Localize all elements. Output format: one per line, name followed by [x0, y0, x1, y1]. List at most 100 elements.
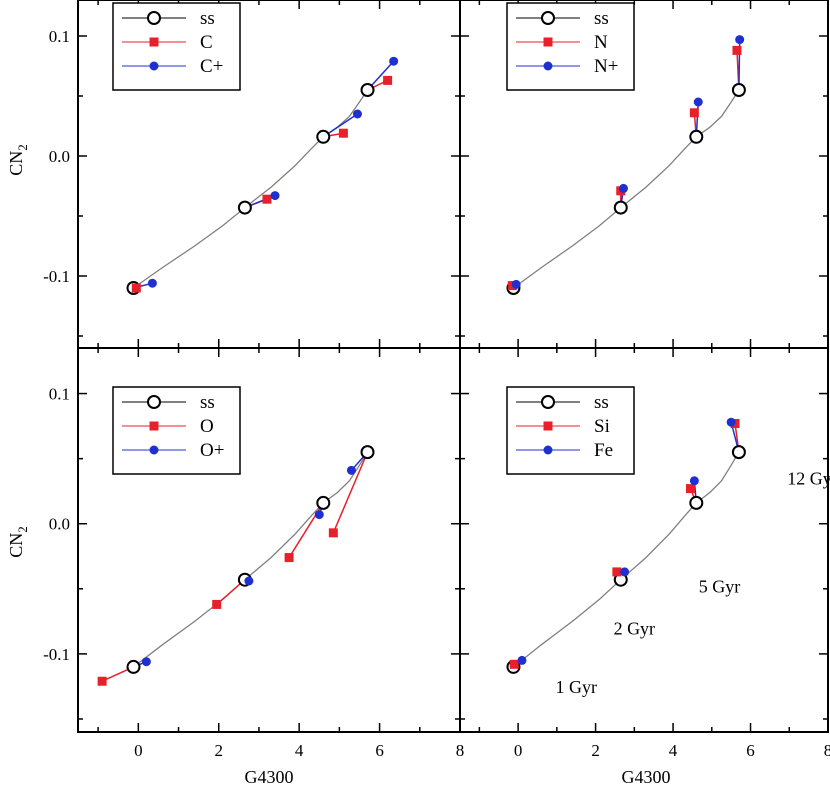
legend-label: O	[200, 416, 214, 437]
x-tick-label: 0	[134, 741, 143, 760]
point-N+	[618, 183, 628, 193]
point-N+	[693, 97, 703, 107]
point-C	[338, 128, 348, 138]
annotation-label: 1 Gyr	[555, 677, 597, 697]
point-N	[689, 108, 699, 118]
panel-frame	[459, 347, 829, 733]
x-tick-label: 8	[824, 741, 830, 760]
legend-label: Si	[594, 416, 610, 437]
point-ss	[360, 83, 375, 97]
point-O	[284, 553, 294, 563]
point-ss	[731, 83, 746, 97]
point-Si	[685, 484, 695, 494]
legend-marker	[543, 445, 553, 455]
point-Fe	[689, 476, 699, 486]
y-axis-label-bottom: CN2	[6, 526, 30, 558]
point-O+	[346, 465, 356, 475]
annotation-label: 2 Gyr	[614, 618, 656, 638]
legend-marker	[543, 421, 553, 431]
connector-O	[332, 451, 369, 534]
legend: ssC C+	[112, 2, 241, 91]
legend-label: ss	[200, 8, 215, 29]
x-axis-label-right: G4300	[622, 767, 671, 786]
point-ss	[360, 445, 375, 460]
y-tick-label: 0.1	[49, 27, 70, 46]
y-tick-label: 0.1	[49, 385, 70, 404]
x-tick-label: 2	[591, 741, 600, 760]
x-tick-label: 6	[746, 741, 755, 760]
point-ss	[731, 445, 746, 460]
legend-marker	[149, 421, 159, 431]
point-Fe	[726, 417, 736, 427]
point-ss	[316, 129, 331, 144]
point-O+	[141, 657, 151, 667]
point-Si	[509, 659, 519, 669]
x-tick-label: 6	[375, 741, 384, 760]
point-O+	[314, 510, 324, 520]
ss-curve	[133, 89, 369, 289]
legend-marker	[147, 11, 161, 25]
point-ss	[316, 495, 331, 510]
point-O	[212, 599, 222, 609]
x-tick-label: 4	[295, 741, 304, 760]
point-N+	[511, 279, 521, 289]
y-tick-label: 0.0	[49, 147, 70, 166]
legend-label: C	[200, 32, 213, 53]
y-axis-label-top: CN2	[6, 144, 30, 176]
legend-marker	[541, 395, 555, 409]
point-C	[383, 75, 393, 85]
legend: ssN N+	[506, 2, 635, 91]
point-O	[328, 528, 338, 538]
ss-curve	[513, 89, 740, 289]
point-ss	[689, 495, 704, 510]
legend-marker	[543, 61, 553, 71]
x-tick-label: 0	[514, 741, 523, 760]
legend-marker	[149, 61, 159, 71]
y-tick-label: 0.0	[49, 515, 70, 534]
point-C+	[389, 56, 399, 66]
legend-label: O+	[200, 440, 224, 461]
panel-1: -0.1 0.0 0.1 ssC C+	[43, 0, 461, 349]
legend-label: Fe	[594, 440, 613, 461]
point-ss	[613, 200, 628, 215]
y-tick-label: -0.1	[43, 267, 70, 286]
y-tick-label: -0.1	[43, 645, 70, 664]
legend-label: N	[594, 32, 608, 53]
legend-marker	[149, 445, 159, 455]
point-ss	[689, 129, 704, 144]
point-N+	[735, 35, 745, 45]
point-Fe	[620, 567, 630, 577]
point-ss	[126, 659, 141, 674]
point-C+	[352, 109, 362, 119]
point-C+	[270, 191, 280, 201]
point-Si	[612, 567, 622, 577]
point-C	[262, 194, 272, 204]
point-C+	[147, 278, 157, 288]
legend-label: ss	[594, 392, 609, 413]
point-ss	[237, 200, 252, 215]
annotation-label: 5 Gyr	[699, 577, 741, 597]
point-Fe	[517, 655, 527, 665]
ss-curve	[513, 451, 740, 668]
point-O	[97, 676, 107, 686]
point-C	[131, 283, 141, 293]
panel-2: ssN N+	[459, 0, 829, 349]
legend-marker	[543, 37, 553, 47]
legend-label: C+	[200, 56, 223, 77]
legend-box	[506, 386, 635, 475]
legend-marker	[149, 37, 159, 47]
x-axis-label-left: G4300	[245, 767, 294, 786]
y-axis-label-top-sub: 2	[15, 144, 30, 151]
x-tick-label: 2	[214, 741, 223, 760]
axis-labels: CN2 CN2 G4300 G4300	[6, 144, 671, 786]
legend-label: N+	[594, 56, 618, 77]
ss-curve	[133, 451, 369, 668]
legend-marker	[147, 395, 161, 409]
y-axis-label-bottom-sub: 2	[15, 526, 30, 533]
legend-label: ss	[594, 8, 609, 29]
